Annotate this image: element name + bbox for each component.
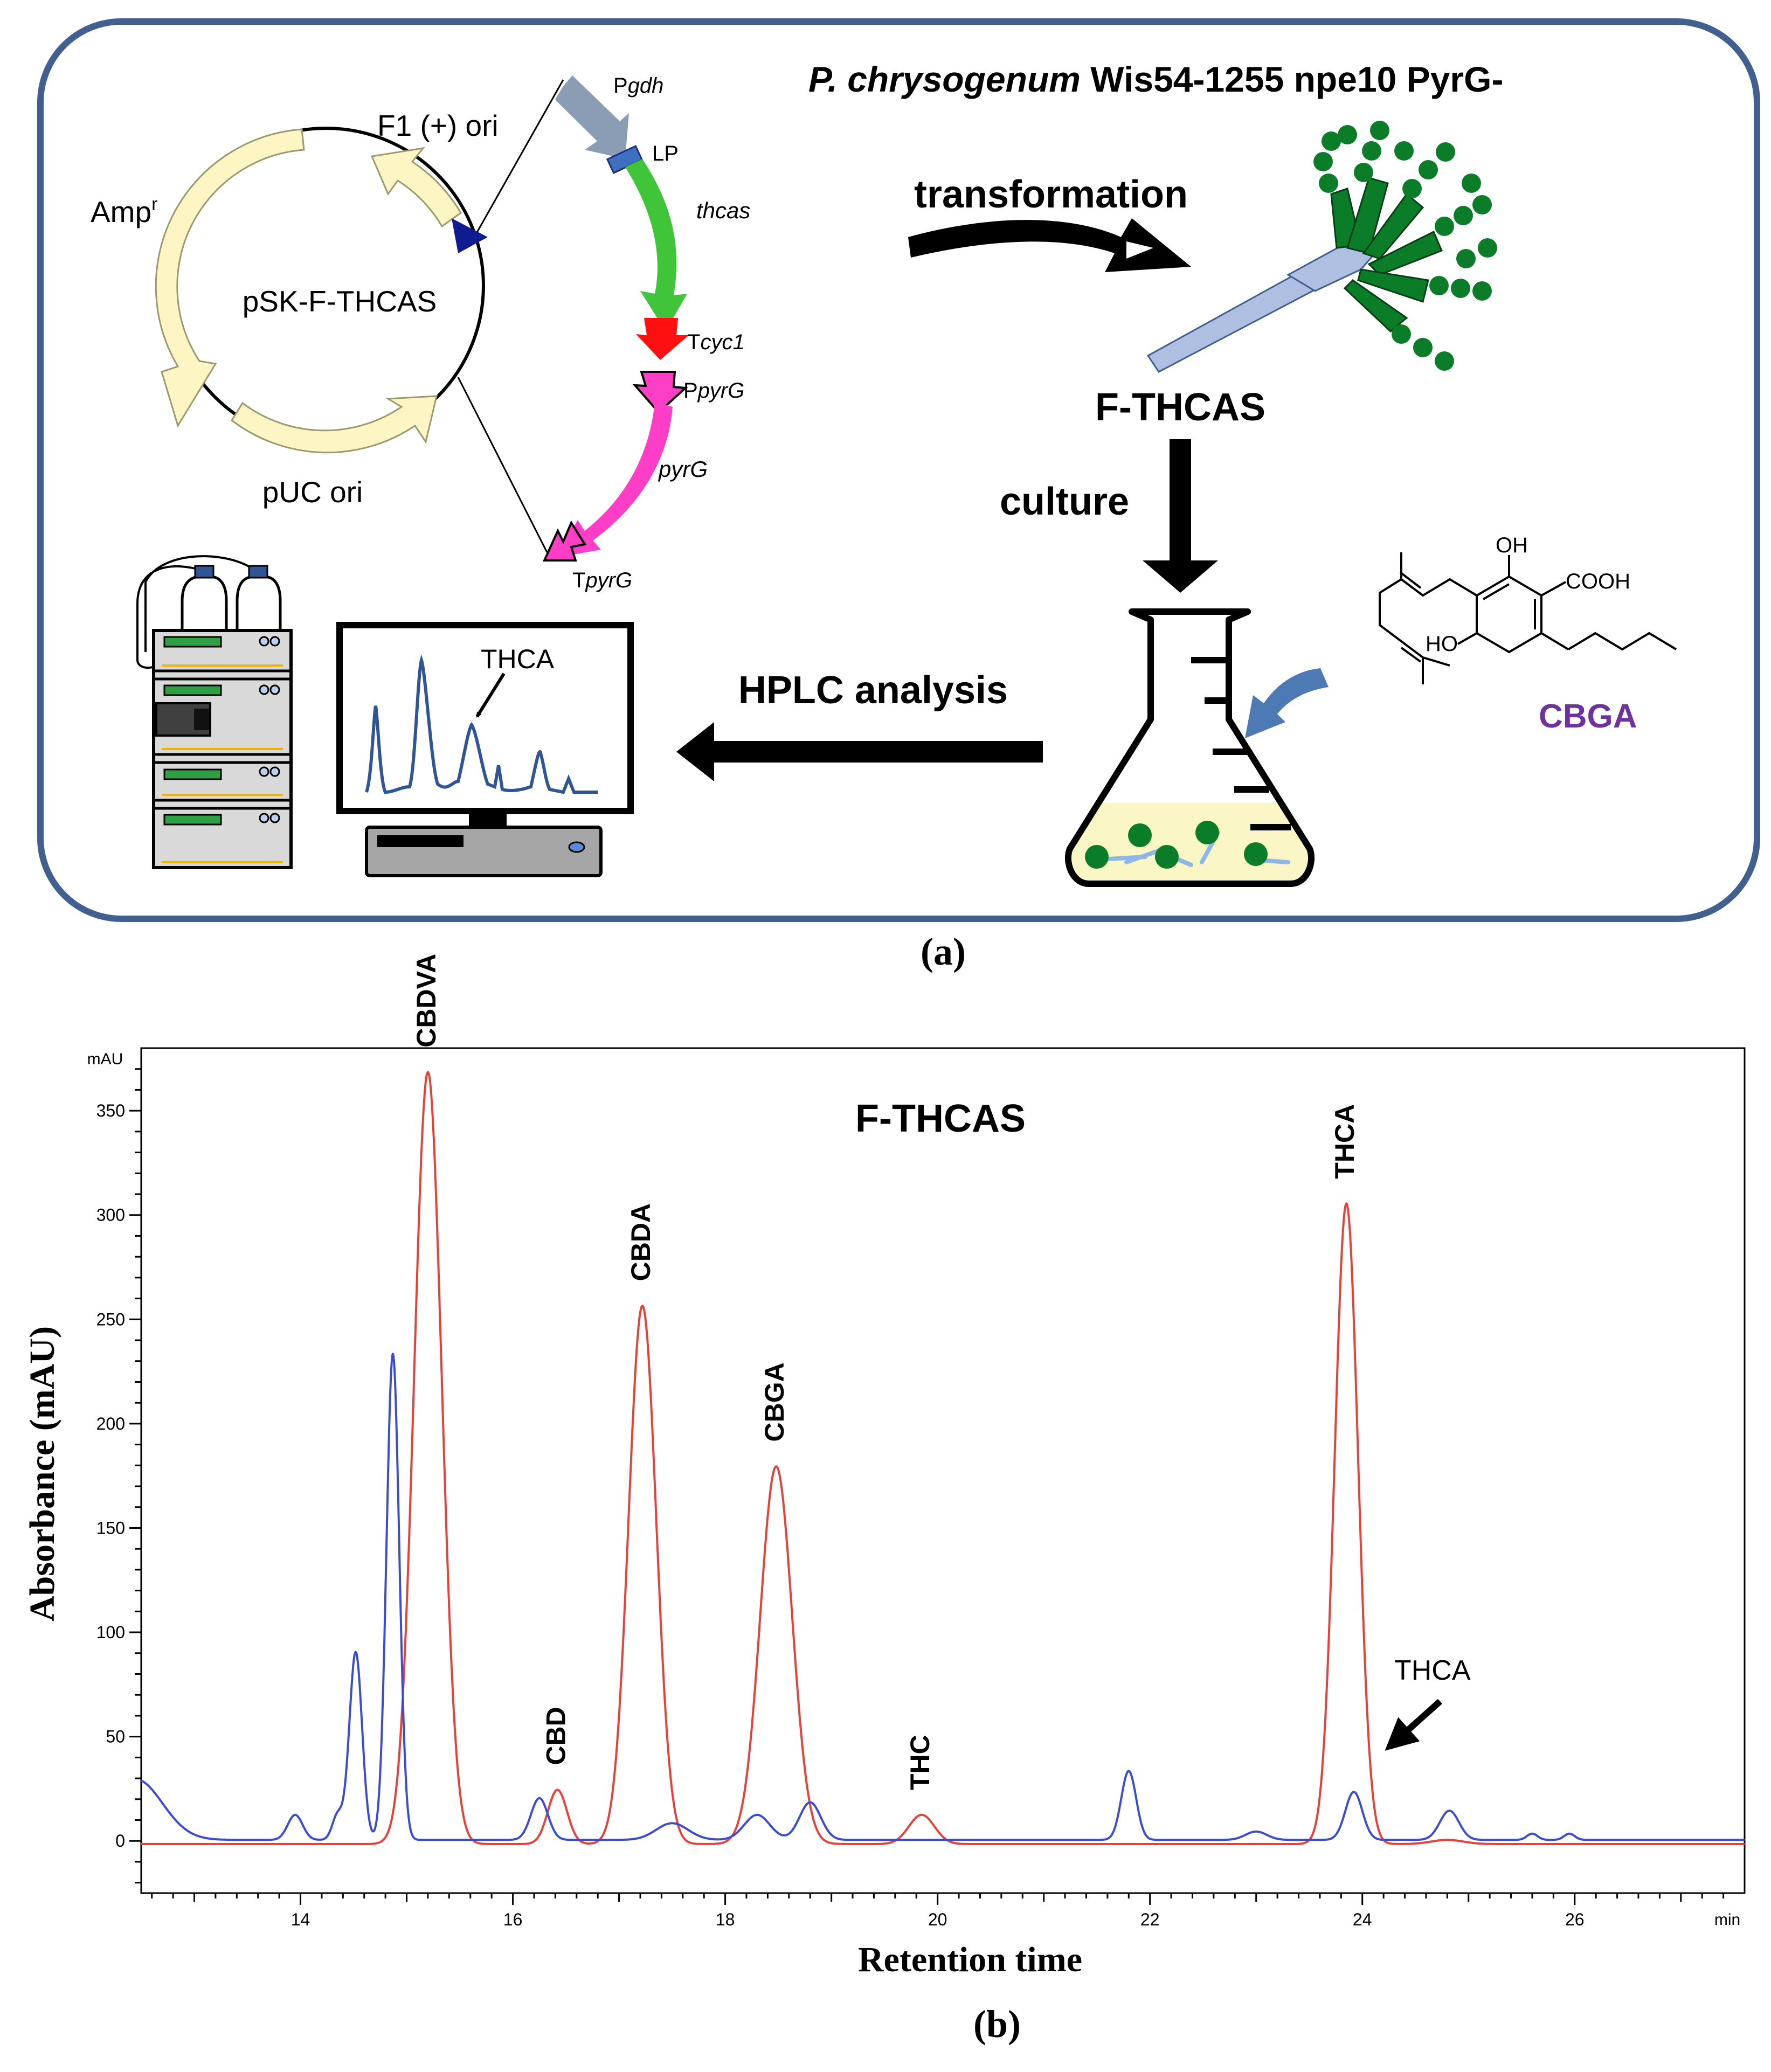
culture-arrow [1143,439,1218,593]
y-unit-label: mAU [87,1050,123,1068]
y-tick-label: 200 [96,1414,125,1433]
caption-b: (b) [973,2002,1021,2046]
tcyc1-terminator-arrow [636,318,689,360]
x-unit-label: min [1714,1911,1740,1929]
cbga-cooh-label: COOH [1566,570,1630,593]
cbga-ho-label: HO [1426,632,1458,656]
panel-a: pSK-F-THCAS Ampr F1 (+) ori pUC ori Pgdh… [37,18,1760,922]
chart-title: F-THCAS [855,1097,1026,1140]
thcas-label: thcas [696,198,750,223]
puc-ori-arrow [231,395,438,454]
fungus-conidia [1313,121,1497,371]
peak-annotations: CBDVA CBD CBDA CBGA THC THCA THCA [411,954,1471,1790]
strain-label: F-THCAS [1095,386,1265,429]
peak-label: CBD [541,1707,571,1765]
peak-label: CBGA [759,1362,790,1442]
fungus-icon [1146,121,1497,373]
tpyrg-label: TpyrG [572,569,632,592]
amp-resistance-arrow [155,128,305,428]
x-tick-label: 24 [1353,1910,1372,1929]
y-tick-label: 50 [106,1727,125,1747]
cbga-oh-label: OH [1496,533,1528,557]
lp-label: LP [652,142,679,165]
peak-label-thca-arrow: THCA [1394,1655,1471,1686]
hplc-instrument-icon [136,555,293,869]
y-axis-title: Absorbance (mAU) [23,1326,62,1621]
y-tick-label: 250 [96,1309,125,1329]
strain-title: P. chrysogenum Wis54-1255 npe10 PyrG- [808,59,1503,99]
series-line-red [141,1071,1745,1845]
monitor-chromatogram [365,654,598,794]
flask-fungal-heads [1085,821,1268,869]
substrate-feed-arrow [1245,668,1329,738]
pgdh-label: Pgdh [613,74,663,98]
computer-monitor-icon: THCA [336,622,634,877]
monitor-arrow [475,673,506,718]
peak-label: CBDA [626,1203,656,1281]
flask-graduations [1191,657,1291,830]
thcas-gene-arrow [625,159,687,331]
culture-flask-icon [1064,608,1315,887]
ppyrg-promoter-arrow [632,371,688,414]
expression-cassette: Pgdh LP thcas Tcyc1 PpyrG pyrG TpyrG [542,74,750,592]
annotation-arrow-head [1385,1717,1420,1751]
panel-a-frame [37,18,1760,922]
hplc-arrow [676,722,1043,781]
y-tick-label: 300 [96,1205,125,1225]
x-axis-title: Retention time [858,1940,1082,1979]
flask-liquid [1068,803,1312,884]
transformation-label: transformation [914,173,1188,216]
flask-outline [1064,608,1315,887]
tcyc1-label: Tcyc1 [687,330,745,354]
plasmid-map: pSK-F-THCAS Ampr F1 (+) ori pUC ori [91,79,564,553]
y-axis-ticks: 0 50 100 150 200 250 300 350 [96,1068,141,1884]
transformation-arrow-highlight [1126,241,1153,259]
f1-ori-label: F1 (+) ori [377,109,499,142]
pyrg-label: pyrG [658,456,708,482]
y-tick-label: 350 [96,1101,125,1120]
x-tick-label: 20 [928,1910,947,1929]
x-tick-label: 14 [291,1910,310,1929]
chart-plot-frame [140,1047,1746,1894]
plasmid-name: pSK-F-THCAS [243,285,437,318]
cassette-link-top [473,79,564,238]
x-tick-label: 18 [716,1910,735,1929]
x-axis-ticks: 14 16 18 20 22 24 26 [151,1893,1725,1929]
monitor-thca-label: THCA [481,644,555,674]
culture-label: culture [1000,480,1129,523]
cbga-structure [1379,552,1677,684]
cassette-link-bottom [457,377,548,553]
pgdh-promoter-arrow [555,75,629,159]
caption-a: (a) [921,930,966,973]
hplc-label: HPLC analysis [738,669,1008,712]
y-tick-label: 0 [115,1831,125,1851]
peak-label: THC [905,1735,935,1790]
cbga-name-label: CBGA [1539,698,1637,735]
transformation-arrow [908,218,1191,272]
puc-ori-label: pUC ori [262,475,363,509]
x-tick-label: 26 [1565,1910,1585,1929]
x-tick-label: 16 [503,1910,523,1929]
tpyrg-terminator-arrow [542,520,587,562]
promoter-marker-icon [452,218,488,253]
panel-b-chart: 0 50 100 150 200 250 300 350 14 16 18 20 22 24 26 CBD… [23,954,1746,1979]
f1-ori-arrow [370,147,462,228]
fungus-phialides [1330,177,1443,333]
series-line-blue [141,1353,1745,1841]
y-tick-label: 150 [96,1518,125,1537]
peak-label: THCA [1330,1104,1360,1179]
x-tick-label: 22 [1140,1910,1160,1929]
y-tick-label: 100 [96,1623,125,1642]
peak-label: CBDVA [411,954,441,1048]
amp-label: Ampr [91,194,157,228]
ppyrg-label: PpyrG [683,379,744,403]
chromatogram-series [141,1071,1745,1845]
